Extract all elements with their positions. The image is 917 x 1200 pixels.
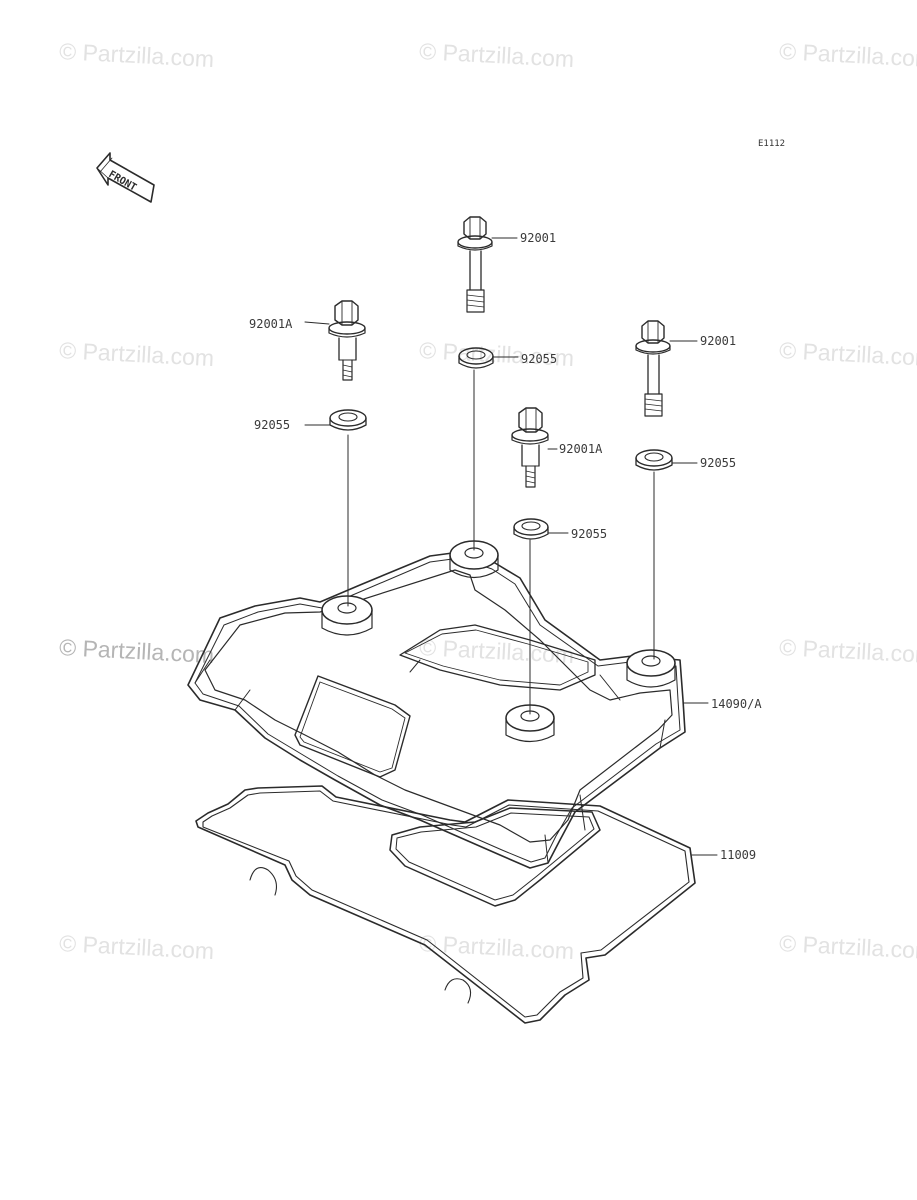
- part-label-92055[interactable]: 92055: [700, 456, 737, 470]
- bolt-icon: [511, 407, 549, 488]
- part-label-14090a[interactable]: 14090/A: [711, 697, 762, 711]
- cover-boss: [626, 649, 676, 688]
- part-label-92001[interactable]: 92001: [520, 231, 557, 245]
- part-label-92055[interactable]: 92055: [521, 352, 558, 366]
- washer-icon: [513, 518, 549, 540]
- gasket: [195, 785, 696, 1024]
- bolt-icon: [635, 320, 671, 417]
- part-label-92055[interactable]: 92055: [571, 527, 608, 541]
- part-label-92001a[interactable]: 92001A: [249, 317, 293, 331]
- bolt-icon: [457, 216, 493, 313]
- washer-icon: [635, 449, 673, 471]
- washer-icon: [329, 409, 367, 431]
- part-label-92055[interactable]: 92055: [254, 418, 291, 432]
- front-arrow-icon: FRONT: [96, 152, 155, 203]
- cylinder-head-cover: [187, 551, 686, 869]
- part-label-92001a[interactable]: 92001A: [559, 442, 603, 456]
- alignment-lines: [347, 369, 655, 715]
- part-label-92001[interactable]: 92001: [700, 334, 737, 348]
- cover-boss: [321, 595, 373, 636]
- part-label-11009[interactable]: 11009: [720, 848, 757, 862]
- diagram-code: E1112: [758, 139, 786, 149]
- bolt-icon: [328, 300, 366, 381]
- leader-lines: [304, 237, 718, 856]
- washer-icon: [458, 347, 494, 369]
